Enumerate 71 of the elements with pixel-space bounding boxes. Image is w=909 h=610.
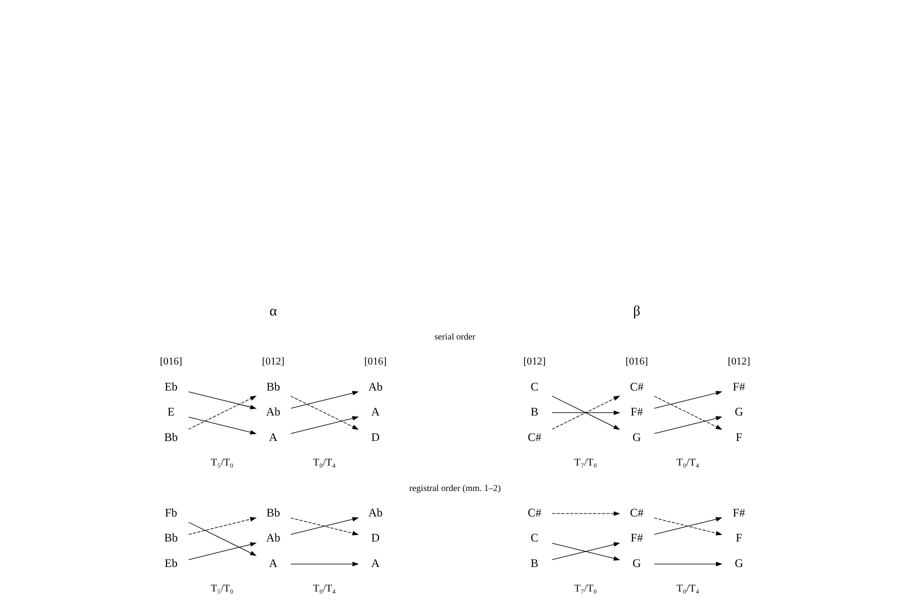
arrow [188, 522, 256, 556]
label: [016] [364, 356, 386, 368]
node-text: A [370, 556, 380, 570]
arrow [654, 396, 722, 430]
arrow [188, 416, 256, 434]
node-text: G [734, 406, 743, 419]
label: T₅/T₀ [210, 584, 233, 595]
node-text: Eb [164, 556, 178, 570]
node-text: G [632, 430, 640, 444]
node-text: Bb [266, 380, 280, 394]
label: registral order (mm. 1–2) [408, 482, 500, 493]
label: T₅/T₀ [210, 458, 233, 469]
node-text: F# [732, 506, 745, 520]
label: serial order [434, 331, 475, 342]
node-text: Ab [266, 532, 280, 545]
node-text: Eb [164, 380, 178, 394]
arrow [551, 511, 620, 516]
label: T₀/T₄ [676, 584, 699, 595]
label: T₀/T₄ [312, 458, 336, 469]
node-text: Bb [164, 430, 178, 444]
arrow [290, 396, 358, 430]
node-text: F# [630, 532, 642, 545]
node-text: C# [527, 430, 541, 444]
node-text: G [632, 556, 640, 570]
arrow [551, 396, 620, 430]
label: β [632, 303, 640, 320]
arrow [188, 391, 256, 410]
node-text: B [530, 556, 538, 570]
node-text: A [370, 406, 380, 419]
node-text: A [268, 430, 277, 444]
label: T₇/T₀ [574, 584, 597, 595]
node-text: A [268, 556, 277, 570]
node-text: C# [527, 506, 541, 520]
arrow [654, 390, 722, 409]
label: T₀/T₄ [312, 584, 336, 595]
arrow [290, 390, 358, 409]
node-text: F [735, 532, 742, 545]
arrow [654, 562, 722, 566]
node-text: B [530, 406, 538, 419]
node-text: Ab [368, 380, 382, 394]
label: [016] [159, 356, 182, 368]
label: T₇/T₀ [574, 458, 597, 469]
node-text: E [166, 406, 174, 419]
arrow [551, 410, 620, 415]
arrow [188, 517, 256, 535]
node-text: F [735, 430, 742, 444]
node-text: C [530, 380, 538, 394]
arrow [654, 416, 722, 434]
node-text: G [734, 556, 743, 570]
label: [012] [522, 356, 546, 368]
node-text: C# [629, 380, 644, 394]
node-text: Ab [368, 506, 382, 520]
node-text: F# [732, 380, 745, 394]
label: [012] [262, 356, 284, 368]
label: T₀/T₄ [676, 458, 699, 469]
label: [012] [727, 356, 750, 368]
node-text: D [370, 532, 380, 545]
node-text: D [370, 430, 380, 444]
node-text: Fb [164, 506, 177, 520]
arrow [188, 396, 256, 430]
label: α [269, 303, 276, 320]
node-text: Bb [164, 532, 178, 545]
node-text: Ab [266, 406, 280, 419]
node-text: Bb [266, 506, 280, 520]
arrow [188, 542, 256, 560]
label: [016] [625, 356, 648, 368]
arrow [290, 416, 358, 434]
node-text: F# [630, 406, 642, 419]
node-text: C [530, 532, 538, 545]
node-text: C# [629, 506, 644, 520]
arrow [290, 562, 358, 566]
